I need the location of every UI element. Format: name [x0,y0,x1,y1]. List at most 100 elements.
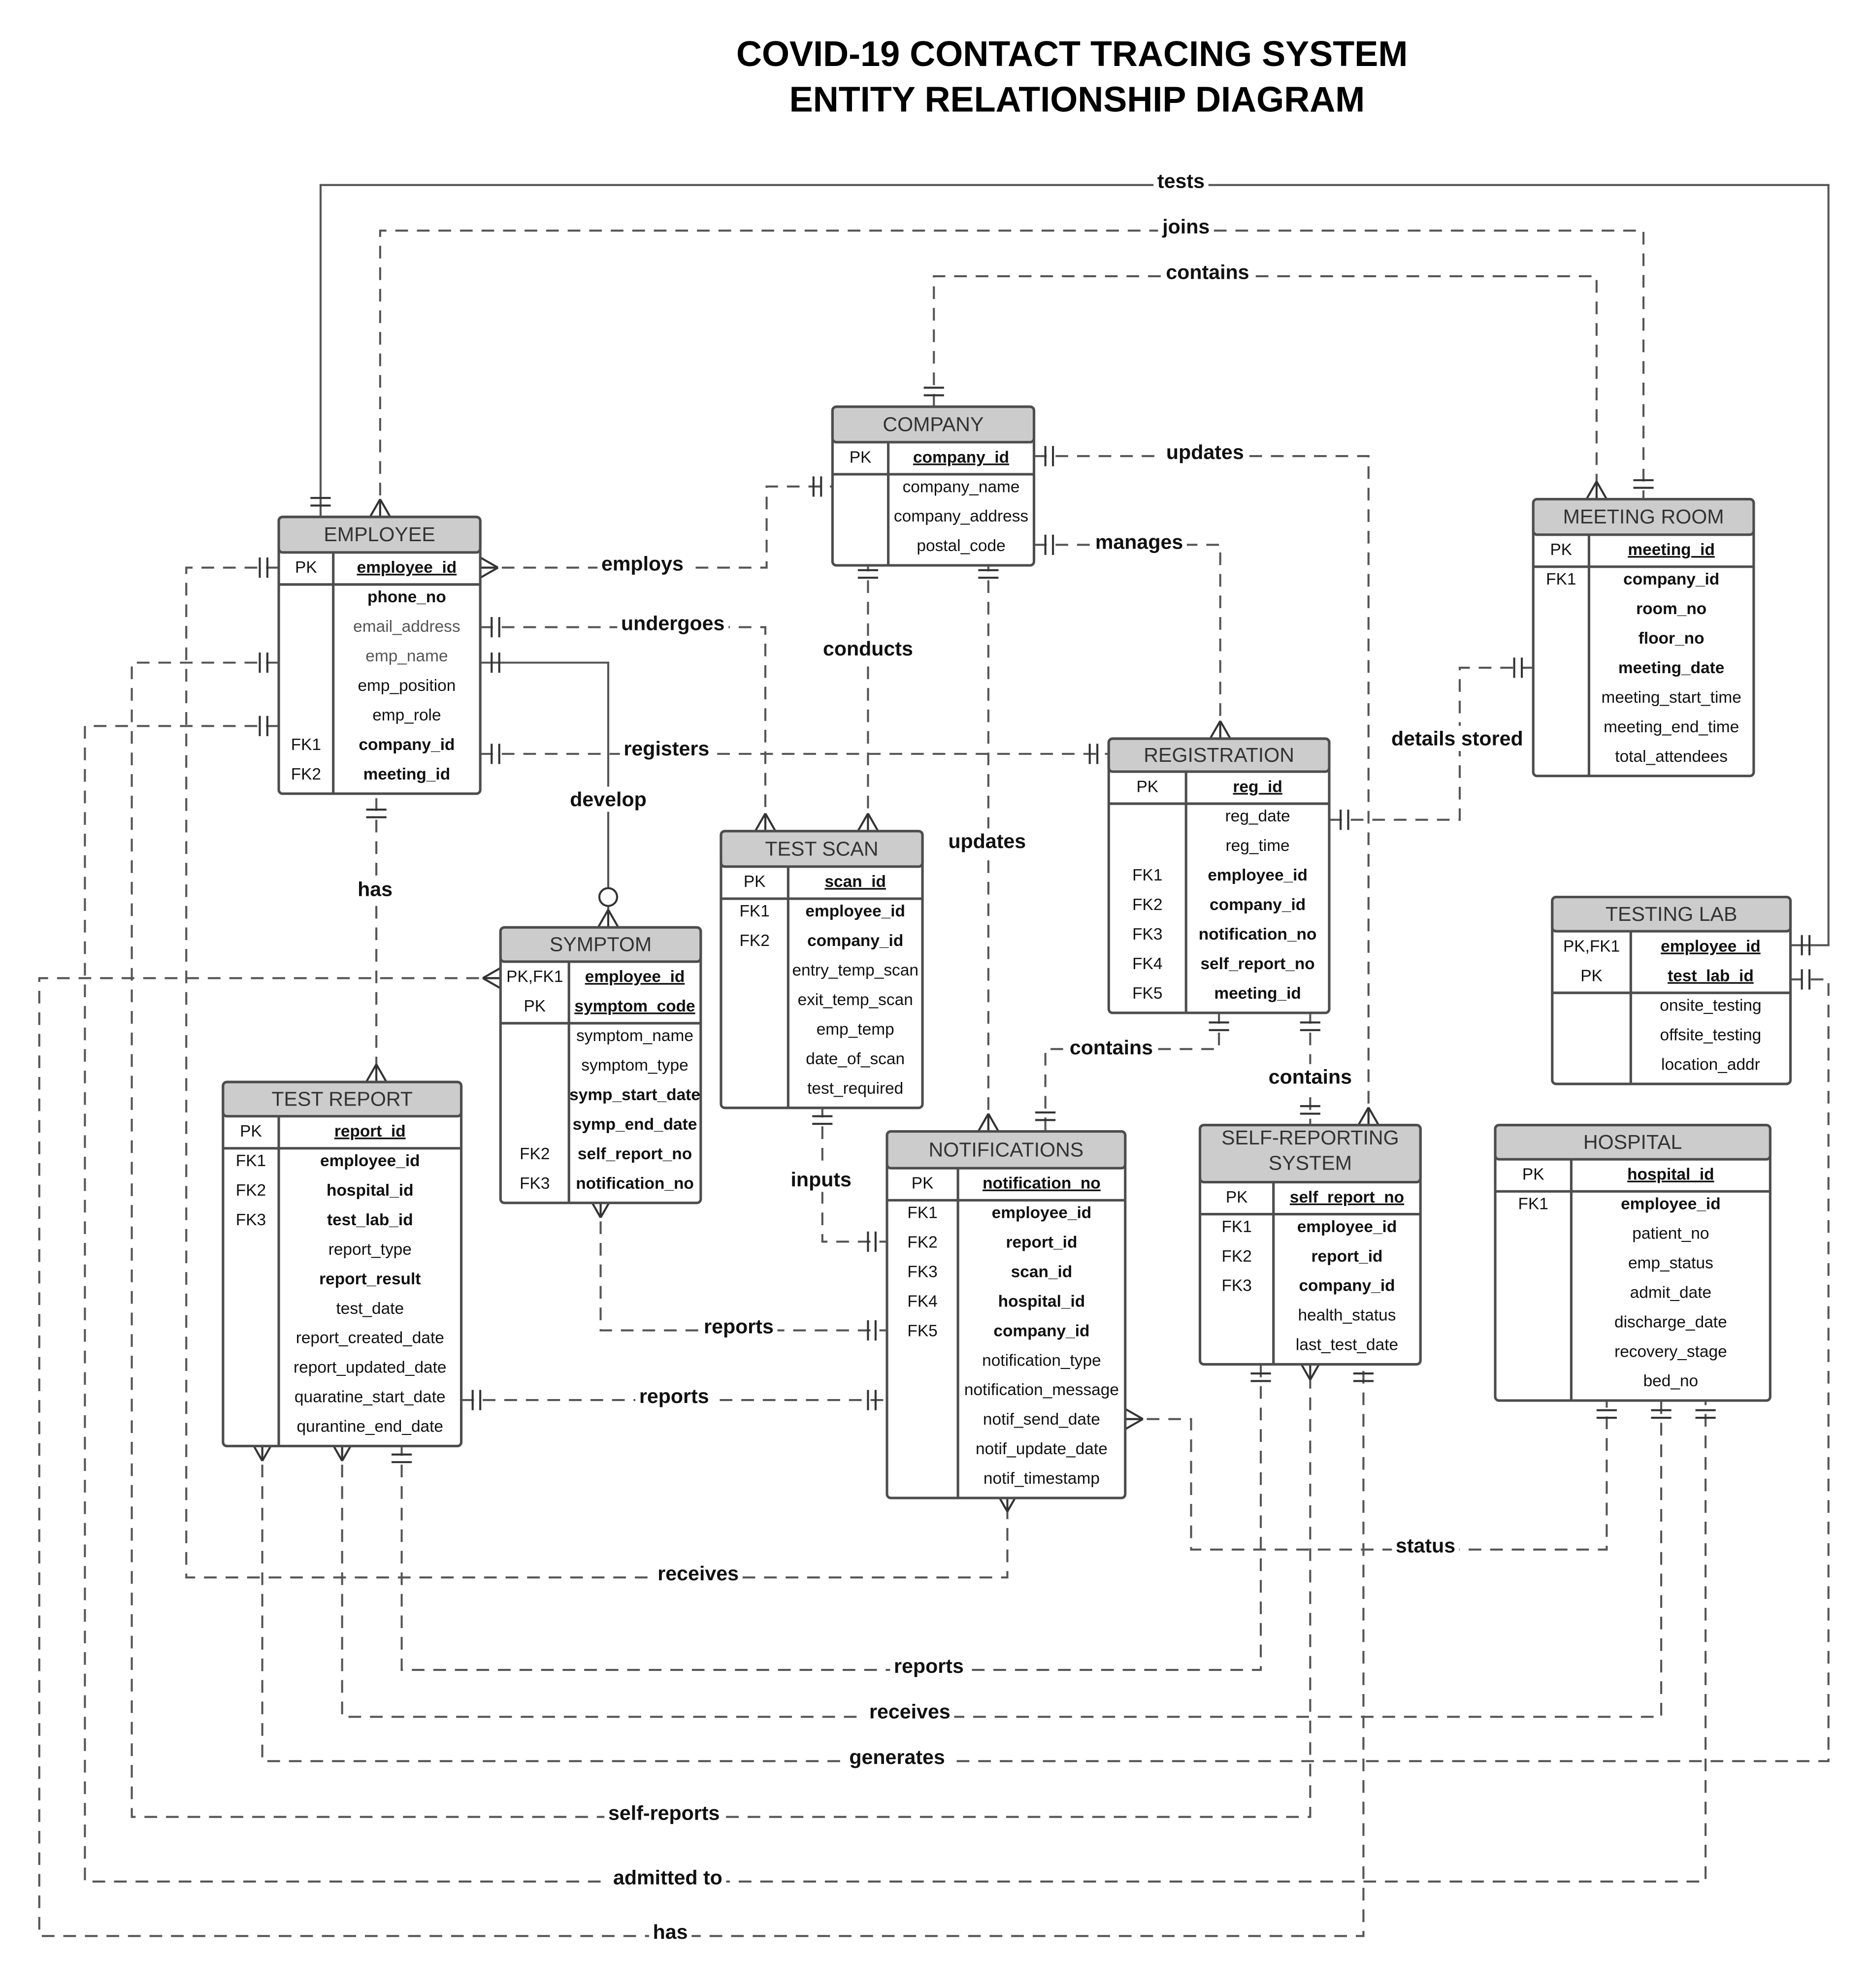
attribute-key: PK [850,448,872,466]
relationship-label: joins [1162,215,1210,238]
entity-header [1551,896,1792,933]
attribute-name: employee_id [805,902,905,920]
relationship-label: has [358,878,393,901]
relationship-label: generates [849,1746,945,1768]
cardinality-many-mark [375,1064,388,1083]
relationship-line [400,1362,1262,1671]
entity-header [1494,1124,1771,1161]
attribute-name: discharge_date [1614,1313,1727,1331]
attribute-name: company_address [894,507,1028,525]
attribute-name: symp_start_date [569,1086,700,1104]
entity-title: SYMPTOM [550,933,652,956]
attribute-name: recovery_stage [1614,1342,1727,1361]
entity-title: EMPLOYEE [324,523,435,546]
attribute-key: PK [1580,967,1603,985]
attribute-name: notification_no [983,1174,1101,1193]
relationship-line [379,229,1645,517]
relationship-label: receives [657,1562,739,1585]
attribute-name: employee_id [320,1152,420,1170]
label-background [1392,1532,1459,1558]
label-background [865,1698,954,1725]
relationship-label-admitted-to: admitted to [609,1864,726,1890]
label-background [604,1800,724,1825]
entity-title: COMPANY [883,413,984,435]
attribute-name: employee_id [585,968,685,986]
cardinality-many-mark [480,566,499,579]
relationship-label: updates [1166,441,1244,463]
attribute-name: symptom_code [574,997,695,1015]
relationship-line [1044,1011,1220,1132]
attribute-key: PK [1226,1188,1248,1206]
label-background [620,736,714,761]
attribute-name: location_addr [1661,1055,1760,1074]
attribute-name: meeting_id [363,765,451,783]
attribute-name: qurantine_end_date [297,1418,444,1436]
attribute-name: employee_id [1661,937,1761,955]
attribute-key: FK5 [1132,984,1162,1003]
attribute-key: FK2 [1132,896,1162,914]
attribute-name: quaratine_start_date [295,1388,446,1406]
attribute-name: report_created_date [296,1329,444,1347]
attribute-key: FK1 [236,1152,266,1170]
cardinality-many-mark [1585,481,1598,500]
attribute-key: FK1 [1546,570,1576,588]
attribute-name: report_result [319,1270,421,1288]
relationship-label: undergoes [621,612,724,634]
relationship-label-develop: develop [566,786,651,812]
attribute-name: symptom_name [576,1027,693,1045]
relationship-line [185,566,1009,1579]
attribute-name: notification_no [576,1174,694,1193]
relationship-line [319,184,1830,946]
relationship-label: self-reports [608,1801,720,1824]
label-background [609,1864,726,1890]
attribute-name: self_report_no [1290,1188,1404,1206]
label-background [1162,260,1253,285]
cardinality-many-mark [867,813,879,832]
label-background [787,1167,855,1192]
relationship-line [933,275,1598,499]
attribute-name: room_no [1636,600,1706,618]
attribute-key: PK [912,1174,934,1193]
attribute-name: emp_role [372,706,441,724]
attribute-key: PK [295,558,317,577]
attribute-key: FK2 [520,1145,550,1163]
attribute-key: FK1 [1221,1218,1251,1236]
relationship-label-tests: tests [1153,168,1209,194]
attribute-key: FK3 [1132,925,1162,944]
cardinality-many-mark [764,813,777,832]
entity-header [1107,737,1331,773]
relationship-label-conducts: conducts [819,636,917,661]
relationship-line [1034,455,1370,1125]
attribute-name: notif_update_date [976,1440,1108,1458]
relationship-label-employs: employs [597,551,688,576]
cardinality-many-mark [482,977,501,989]
relationship-label-self-reports: self-reports [604,1800,724,1825]
attribute-name: company_id [993,1322,1089,1340]
entity-title: SELF-REPORTING [1221,1126,1399,1149]
attribute-key: PK [524,997,546,1015]
relationship-inputs [812,1105,887,1252]
attribute-name: meeting_id [1628,541,1715,559]
attribute-key: PK [1550,541,1573,559]
relationship-label: tests [1157,169,1205,192]
attribute-name: floor_no [1639,629,1705,648]
relationship-label-registers: registers [620,736,714,761]
attribute-name: company_id [359,736,455,754]
relationship-label-details-stored: details stored [1387,725,1527,751]
attribute-name: report_type [328,1240,412,1259]
attribute-key: PK [240,1122,262,1141]
attribute-name: report_id [1312,1247,1383,1266]
relationship-labels: testsjoinscontainsupdatesemploysmanagesu… [354,168,1527,1945]
label-background [700,1313,778,1339]
attribute-name: phone_no [367,588,446,606]
label-background [1153,168,1209,194]
attribute-name: entry_temp_scan [792,961,918,979]
cardinality-many-mark [754,813,766,832]
label-background [845,1744,949,1770]
relationship-label-contains-registration-notifications: contains [1066,1035,1157,1060]
optional-circle [598,887,619,907]
label-background [354,877,396,902]
